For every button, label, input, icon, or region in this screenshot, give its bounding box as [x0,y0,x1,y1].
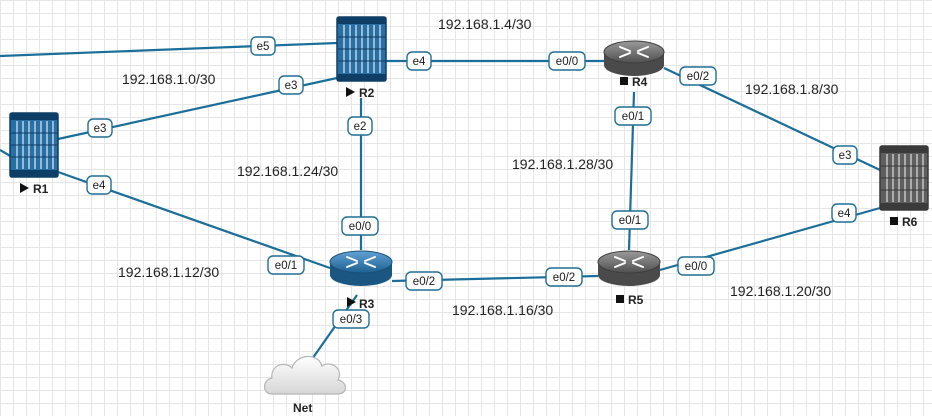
interface-label: e4 [93,180,106,192]
interface-label: e0/0 [349,221,371,233]
node-label-r2: R2 [359,86,375,100]
interface-label: e3 [285,80,298,92]
interface-badge-r1-e3[interactable]: e3 [87,118,113,138]
router-icon [603,40,665,76]
interface-badge-r4-e0-1[interactable]: e0/1 [614,106,652,126]
node-net[interactable]: Net [263,355,347,415]
interface-badge-r2-e5[interactable]: e5 [250,36,276,56]
interface-label: e4 [838,208,851,220]
interface-badge-r1-e4[interactable]: e4 [86,175,112,195]
interface-label: e0/2 [687,71,709,83]
interface-label: e5 [257,41,270,53]
link-edge-to-r2[interactable] [0,41,338,58]
interface-badge-r2-e2[interactable]: e2 [347,116,373,136]
interface-label: e0/3 [340,314,362,326]
node-r2[interactable]: R2 [336,16,387,100]
interface-label: e0/1 [275,260,297,272]
node-label-r1: R1 [33,182,49,196]
stop-status-icon [620,77,628,85]
switch-icon [336,16,387,82]
switch-icon [9,112,59,178]
interface-label: e0/0 [556,56,578,68]
interface-badge-r5-e0-0[interactable]: e0/0 [677,256,715,276]
interface-label: e0/1 [622,111,644,123]
play-status-icon [347,297,356,307]
interface-label: e3 [94,123,107,135]
node-r6[interactable]: R6 [879,145,929,229]
subnet-label-r5-r6: 192.168.1.20/30 [730,283,831,299]
interface-badges: e5 e3 e4 e2 e3 e4 e0/0 e0/2 [86,36,858,329]
interface-label: e2 [354,121,367,133]
interface-badge-r4-e0-0[interactable]: e0/0 [548,51,586,71]
interface-badge-r3-e0-2[interactable]: e0/2 [405,271,443,291]
node-r3[interactable]: R3 [329,250,393,311]
subnet-label-r1-r3: 192.168.1.12/30 [118,264,219,280]
node-r5[interactable]: R5 [597,250,661,307]
interface-badge-r5-e0-1[interactable]: e0/1 [611,210,649,230]
interface-badge-r6-e4[interactable]: e4 [831,203,857,223]
interface-label: e0/1 [619,215,641,227]
router-icon [597,250,661,286]
stop-status-icon [616,295,624,303]
interface-label: e0/2 [413,276,435,288]
stop-status-icon [890,217,898,225]
interface-badge-r3-e0-1[interactable]: e0/1 [267,255,305,275]
interface-badge-r3-e0-3[interactable]: e0/3 [332,309,370,329]
router-icon [329,250,393,286]
node-label-r3: R3 [359,297,375,311]
interface-badge-r4-e0-2[interactable]: e0/2 [679,66,717,86]
link-r3-net[interactable] [309,294,358,363]
node-label-r4: R4 [632,75,648,89]
play-status-icon [20,183,29,193]
switch-icon [879,145,929,211]
subnet-label-r3-r5: 192.168.1.16/30 [452,302,553,318]
interface-badge-r2-e3[interactable]: e3 [278,75,304,95]
node-r1[interactable]: R1 [9,112,59,196]
node-r4[interactable]: R4 [603,40,665,89]
cloud-icon [263,355,347,395]
subnet-label-r2-r4: 192.168.1.4/30 [438,16,532,32]
interface-label: e3 [839,150,852,162]
subnet-label-r2-r3: 192.168.1.24/30 [237,163,338,179]
node-label-net: Net [293,401,312,415]
interface-label: e0/0 [685,261,707,273]
interface-badge-r6-e3[interactable]: e3 [832,145,858,165]
interface-badge-r3-e0-0[interactable]: e0/0 [341,216,379,236]
node-label-r6: R6 [902,215,918,229]
interface-badge-r5-e0-2[interactable]: e0/2 [545,267,583,287]
play-status-icon [346,87,355,97]
subnet-label-r4-r6: 192.168.1.8/30 [745,81,839,97]
subnet-labels: 192.168.1.0/30 192.168.1.4/30 192.168.1.… [118,16,839,318]
interface-badge-r2-e4[interactable]: e4 [406,51,432,71]
interface-label: e4 [413,56,426,68]
interface-label: e0/2 [553,272,575,284]
subnet-label-r4-r5: 192.168.1.28/30 [512,156,613,172]
subnet-label-r1-r2: 192.168.1.0/30 [122,71,216,87]
node-label-r5: R5 [628,293,644,307]
